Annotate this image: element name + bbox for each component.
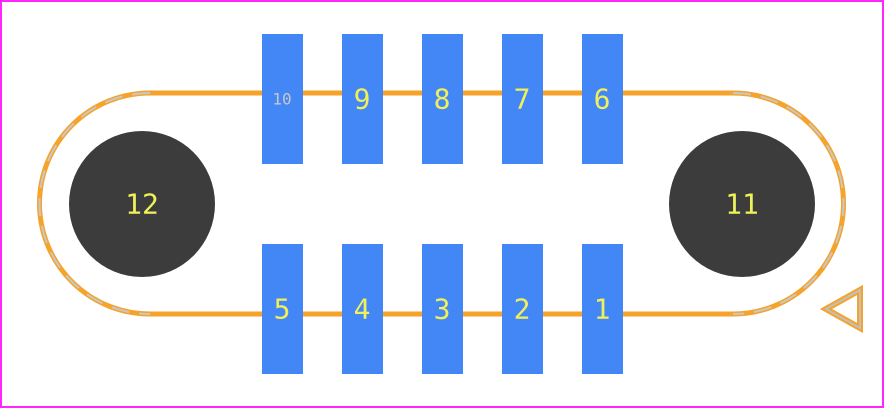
- silkscreen-left-arc-highlight: [38, 92, 151, 315]
- pad-label: 5: [274, 293, 291, 326]
- pin1-marker-icon: [819, 284, 863, 334]
- pad-row-bottom: 5 4 3 2 1: [262, 244, 623, 374]
- smd-pad: [342, 34, 383, 164]
- mounting-hole-12: [69, 131, 215, 277]
- pad-label: 8: [434, 83, 451, 116]
- smd-pad: [262, 34, 303, 164]
- silkscreen-right-arc-highlight: [732, 92, 845, 315]
- pad-label: 3: [434, 293, 451, 326]
- smd-pad: [422, 244, 463, 374]
- pad-label: 1: [594, 293, 611, 326]
- pad-label: 9: [354, 83, 371, 116]
- mounting-holes: 12 11: [69, 131, 815, 277]
- pad-row-top: 10 9 8 7 6: [262, 34, 623, 164]
- pad-label: 2: [514, 293, 531, 326]
- smd-pad: [582, 34, 623, 164]
- pin1-marker-fill: [823, 288, 861, 330]
- smd-pad: [582, 244, 623, 374]
- pad-label: 6: [594, 83, 611, 116]
- mounting-hole-11: [669, 131, 815, 277]
- smd-pad: [262, 244, 303, 374]
- smd-pad: [502, 34, 543, 164]
- pad-label: 4: [354, 293, 371, 326]
- pad-label: 7: [514, 83, 531, 116]
- mounting-hole-label: 12: [125, 188, 159, 221]
- smd-pad: [502, 244, 543, 374]
- pin1-marker-outline: [819, 284, 863, 334]
- mounting-hole-label: 11: [725, 188, 759, 221]
- pad-label: 10: [272, 90, 291, 109]
- smd-pad: [422, 34, 463, 164]
- smd-pad: [342, 244, 383, 374]
